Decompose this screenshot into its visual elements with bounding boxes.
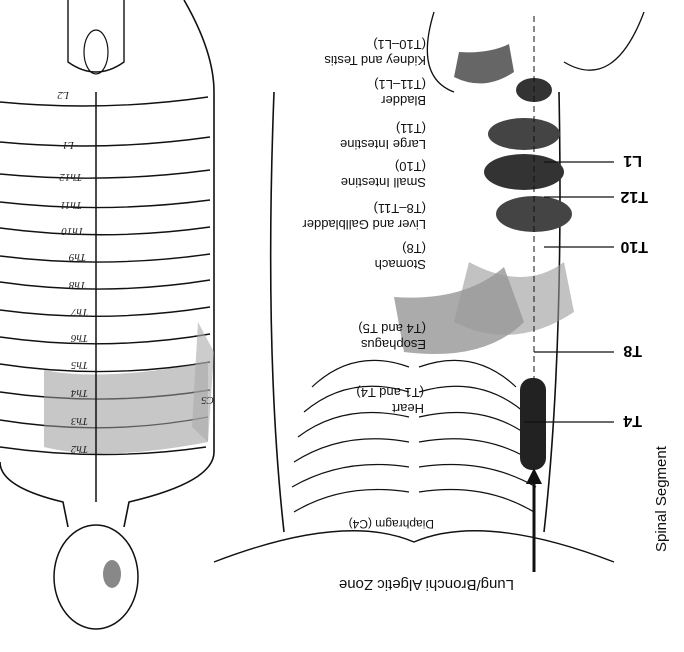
arm-shaded-zone: [192, 322, 214, 442]
head-outline: [54, 525, 138, 629]
dermatome-label: Th3: [70, 415, 88, 427]
segment-label-t8: T8: [623, 342, 642, 359]
segment-label-l1: L1: [623, 152, 642, 169]
sacrum-outline: [84, 30, 108, 74]
large-intestine-zone: [488, 118, 560, 150]
organ-label-stomach: Stomach: [375, 257, 426, 272]
dermatome-label: C5: [201, 394, 214, 406]
organ-segments-bladder: (T11–L1): [374, 77, 426, 92]
organ-segments-liver: (T8–T11): [374, 201, 427, 216]
spinal-segment-caption: Spinal Segment: [653, 445, 670, 552]
kidney-testis-zone: [454, 44, 514, 83]
rib-cage: [292, 360, 536, 512]
organ-segments-large-intestine: (T11): [396, 121, 426, 136]
organ-segments-stomach: (T8): [402, 241, 426, 256]
lung-zone-arrow: [526, 468, 542, 572]
organ-label-heart: Heart: [392, 401, 424, 416]
organ-segments-esophagus: (T4 and T5): [358, 321, 426, 336]
dermatome-label: L1: [62, 139, 75, 151]
dermatome-label: Th9: [68, 251, 86, 263]
dermatome-shaded-zone: [44, 362, 208, 453]
organ-label-bladder: Bladder: [381, 93, 426, 108]
dermatome-label: Th4: [70, 387, 88, 399]
dermatome-label: Th6: [70, 332, 88, 344]
small-intestine-zone: [484, 154, 564, 190]
dermatome-label: Th11: [60, 199, 82, 211]
dermatome-body-figure: L2 L1 Th12 Th11 Th10 Th9 Th8 Th7 Th6 Th5…: [0, 0, 214, 629]
clavicle-outline: [214, 531, 614, 562]
organ-label-small-intestine: Small Intestine: [341, 175, 426, 190]
organ-segments-heart: (T1 and T4): [356, 385, 424, 400]
dermatome-label: Th12: [59, 171, 82, 183]
dermatome-label: Th5: [70, 359, 88, 371]
viscera-torso-figure: [214, 12, 644, 562]
organ-label-esophagus: Esophagus: [360, 337, 426, 352]
dermatome-label: Th7: [70, 306, 88, 318]
lung-zone-caption: Lung/Bronchi Algetic Zone: [339, 576, 514, 593]
dermatome-label: Th10: [61, 225, 84, 237]
segment-label-t4: T4: [623, 412, 642, 429]
dermatome-label: Th8: [68, 279, 86, 291]
segment-label-t12: T12: [620, 188, 648, 205]
organ-segments-kidney: (T10–L1): [373, 37, 426, 52]
pelvis-outline: [68, 0, 124, 72]
sternum-algetic-bar: [520, 378, 546, 470]
diaphragm-label: Diaphragm (C4): [349, 517, 434, 531]
head-shaded-region: [103, 560, 121, 588]
organ-segments-small-intestine: (T10): [395, 159, 426, 174]
organ-label-liver: Liver and Gallbladder: [302, 217, 426, 232]
stomach-zone: [454, 262, 574, 335]
organ-label-large-intestine: Large Intestine: [340, 137, 426, 152]
dermatome-label: Th2: [70, 443, 88, 455]
dermatome-label: L2: [57, 89, 70, 101]
segment-label-t10: T10: [620, 238, 648, 255]
organ-label-kidney: Kidney and Testis: [324, 53, 426, 68]
